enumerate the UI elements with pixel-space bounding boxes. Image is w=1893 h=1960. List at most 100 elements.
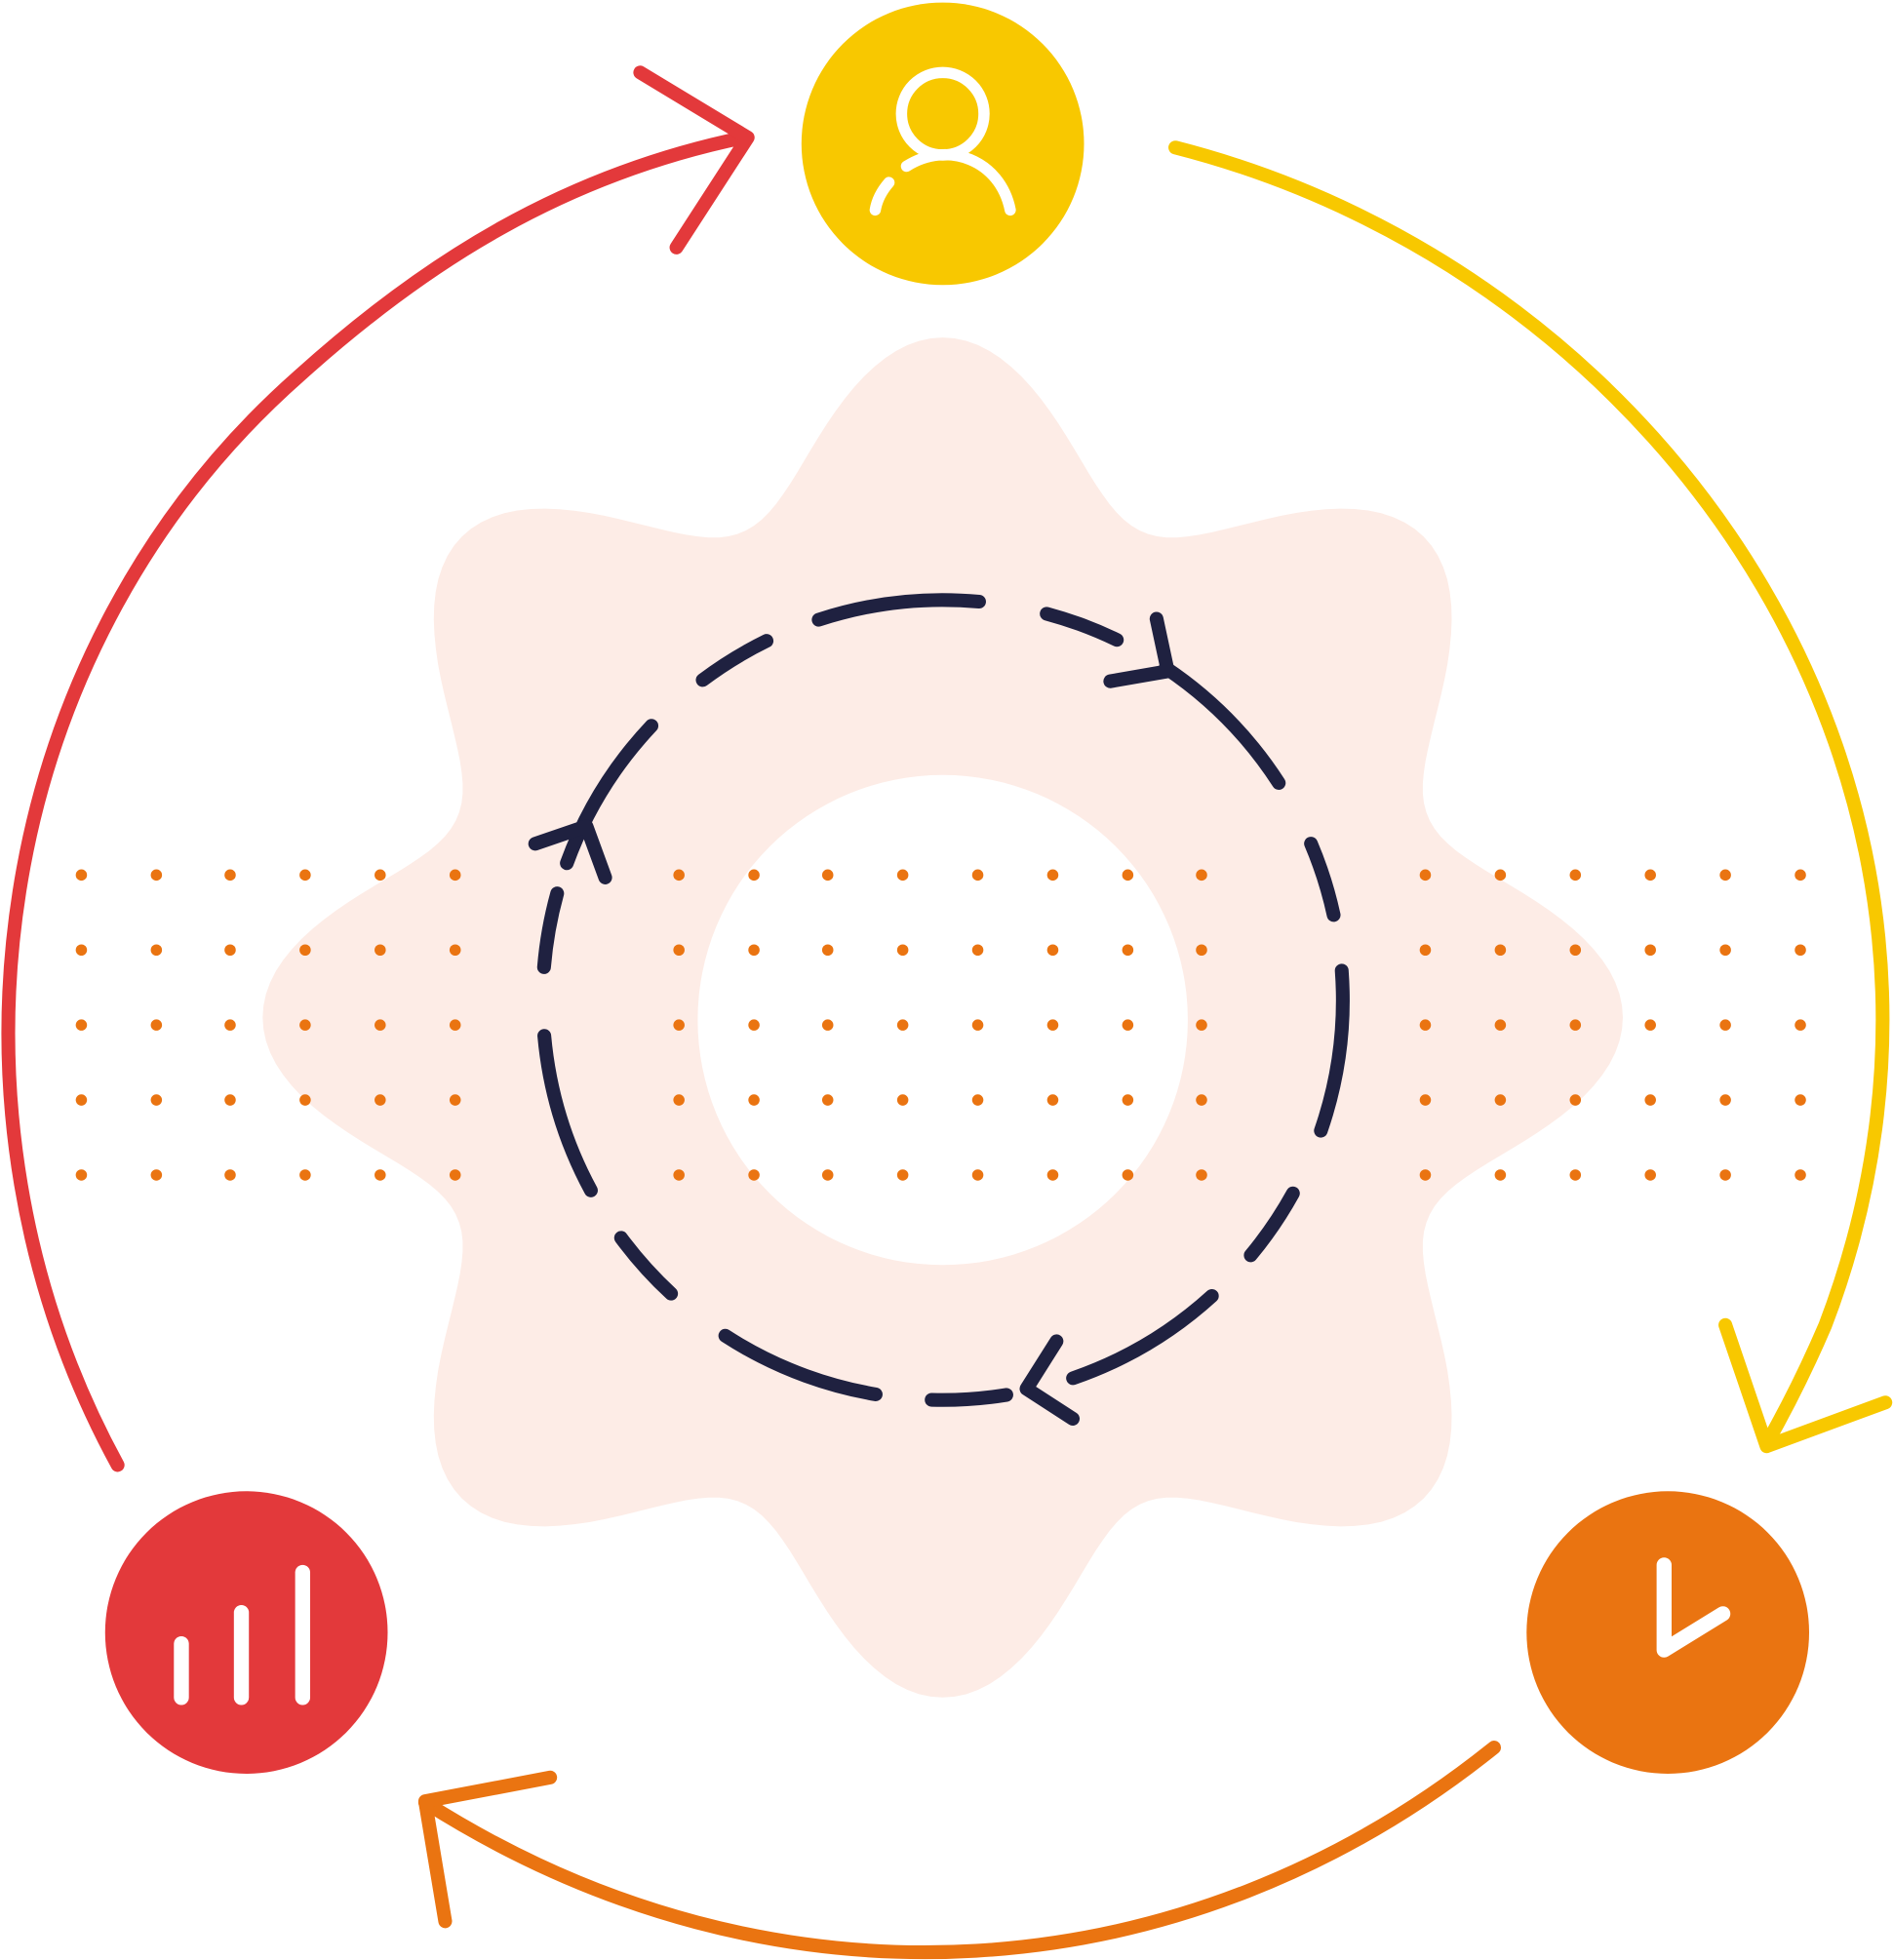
dot [1569,1169,1582,1181]
dot [748,944,760,957]
dot [1419,1094,1432,1106]
dot [673,944,685,957]
dot [1494,869,1507,882]
dot [150,1169,163,1181]
dot [821,1169,834,1181]
dot [75,1094,88,1106]
dot-grid [75,869,1806,1181]
dot [1794,1019,1806,1031]
dot [1719,1019,1731,1031]
dot [75,944,88,957]
gear-hole [697,774,1188,1266]
dot [1719,1094,1731,1106]
dot [821,1094,834,1106]
dot [75,1019,88,1031]
dot [1122,869,1134,882]
dot [1644,1094,1656,1106]
dot [1569,1094,1582,1106]
arrowhead-bottom-icon [1019,1334,1081,1426]
dot [821,1019,834,1031]
dot [971,1019,984,1031]
dot [1494,944,1507,957]
dot [449,1019,461,1031]
dot [748,1169,760,1181]
dot [1196,1019,1207,1031]
dot [375,869,386,882]
user-node [801,2,1085,286]
dot [1494,1169,1507,1181]
dot [224,1094,236,1106]
dot [971,944,984,957]
dot [1569,1019,1582,1031]
dot [224,1169,236,1181]
dot [75,1169,88,1181]
dot [673,1169,685,1181]
dot [299,1019,311,1031]
red-arc-arrow [1,65,755,1472]
dot [150,1019,163,1031]
dot [1644,944,1656,957]
dot [375,1169,386,1181]
dot [1794,944,1806,957]
dot [449,1169,461,1181]
dot [1046,1094,1059,1106]
clock-icon [1656,1557,1731,1658]
dot [673,1019,685,1031]
dot [1794,869,1806,882]
dot [896,1094,909,1106]
dot [449,944,461,957]
dot [1644,869,1656,882]
dot [150,944,163,957]
dot [1494,1019,1507,1031]
dot [1719,869,1731,882]
dot [673,1094,685,1106]
dot [1719,1169,1731,1181]
bar-chart-icon [174,1564,311,1705]
dot [1569,944,1582,957]
dot [1494,1094,1507,1106]
dot [299,944,311,957]
dot [150,1094,163,1106]
analytics-node [104,1491,388,1774]
dot [449,869,461,882]
dot [748,1094,760,1106]
orange-arc-arrow [417,1741,1502,1960]
dot [896,1169,909,1181]
dot [224,944,236,957]
dot [1794,1169,1806,1181]
dot [1794,1094,1806,1106]
dot [224,869,236,882]
dot [375,944,386,957]
dot [1046,1169,1059,1181]
dot [1122,1094,1134,1106]
dot [821,944,834,957]
dot [1419,944,1432,957]
dot [375,1094,386,1106]
dot [1419,1169,1432,1181]
dot [673,869,685,882]
dot [224,1019,236,1031]
dot [75,869,88,882]
dot [896,944,909,957]
dot [1046,869,1059,882]
dot [971,1094,984,1106]
dot [821,869,834,882]
dot [748,869,760,882]
dot [971,869,984,882]
dot [896,1019,909,1031]
dot [299,1094,311,1106]
dot [299,1169,311,1181]
dot [1196,1094,1207,1106]
dot [1122,1169,1134,1181]
dot [1196,869,1207,882]
dot [1644,1169,1656,1181]
dot [1196,1169,1207,1181]
dot [971,1169,984,1181]
dot [1419,1019,1432,1031]
dot [375,1019,386,1031]
time-node [1526,1491,1810,1774]
dot [1644,1019,1656,1031]
dot [1419,869,1432,882]
dot [1046,944,1059,957]
